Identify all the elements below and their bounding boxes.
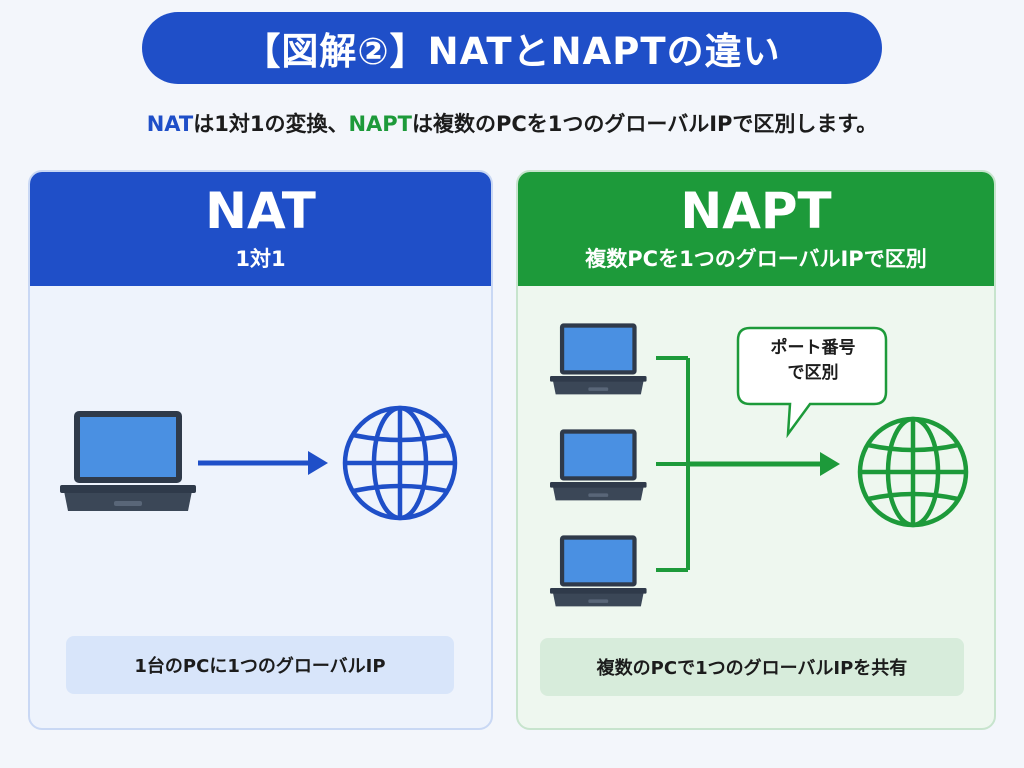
- napt-note: 複数のPCで1つのグローバルIPを共有: [540, 638, 964, 696]
- globe-icon: [857, 416, 969, 528]
- napt-panel: NAPT 複数PCを1つのグローバルIPで区別: [516, 170, 996, 730]
- laptop-icon: [550, 429, 647, 501]
- napt-subtitle: 複数PCを1つのグローバルIPで区別: [585, 247, 927, 272]
- subtitle-text-2: は複数のPCを1つのグローバルIPで区別します。: [412, 112, 878, 136]
- page-subtitle: NATは1対1の変換、NAPTは複数のPCを1つのグローバルIPで区別します。: [0, 108, 1024, 138]
- bubble-text: ポート番号 で区別: [740, 336, 886, 385]
- nat-panel: NAT 1対1 1台のPCに1つのグローバルIP: [28, 170, 493, 730]
- subtitle-napt-term: NAPT: [348, 112, 412, 136]
- subtitle-nat-term: NAT: [146, 112, 194, 136]
- nat-subtitle: 1対1: [235, 247, 286, 272]
- page-title: 【図解②】NATとNAPTの違い: [243, 30, 781, 73]
- globe-icon: [342, 405, 458, 521]
- napt-panel-header: NAPT 複数PCを1つのグローバルIPで区別: [518, 172, 994, 286]
- laptop-icon: [550, 535, 647, 607]
- connector-lines: [656, 356, 690, 572]
- bubble-line-2: で区別: [787, 362, 839, 383]
- title-banner: 【図解②】NATとNAPTの違い: [142, 12, 882, 84]
- speech-bubble: [736, 326, 888, 439]
- nat-diagram: [60, 405, 458, 521]
- arrow-icon: [198, 451, 328, 475]
- nat-title: NAT: [205, 181, 316, 240]
- arrow-icon: [688, 452, 840, 476]
- nat-panel-header: NAT 1対1: [30, 172, 491, 286]
- laptop-icon: [60, 411, 196, 511]
- laptop-icon: [550, 323, 647, 395]
- bubble-line-1: ポート番号: [770, 338, 856, 358]
- napt-diagram: [550, 323, 969, 607]
- napt-title: NAPT: [680, 181, 832, 240]
- nat-note: 1台のPCに1つのグローバルIP: [66, 636, 454, 694]
- subtitle-text-1: は1対1の変換、: [193, 112, 349, 136]
